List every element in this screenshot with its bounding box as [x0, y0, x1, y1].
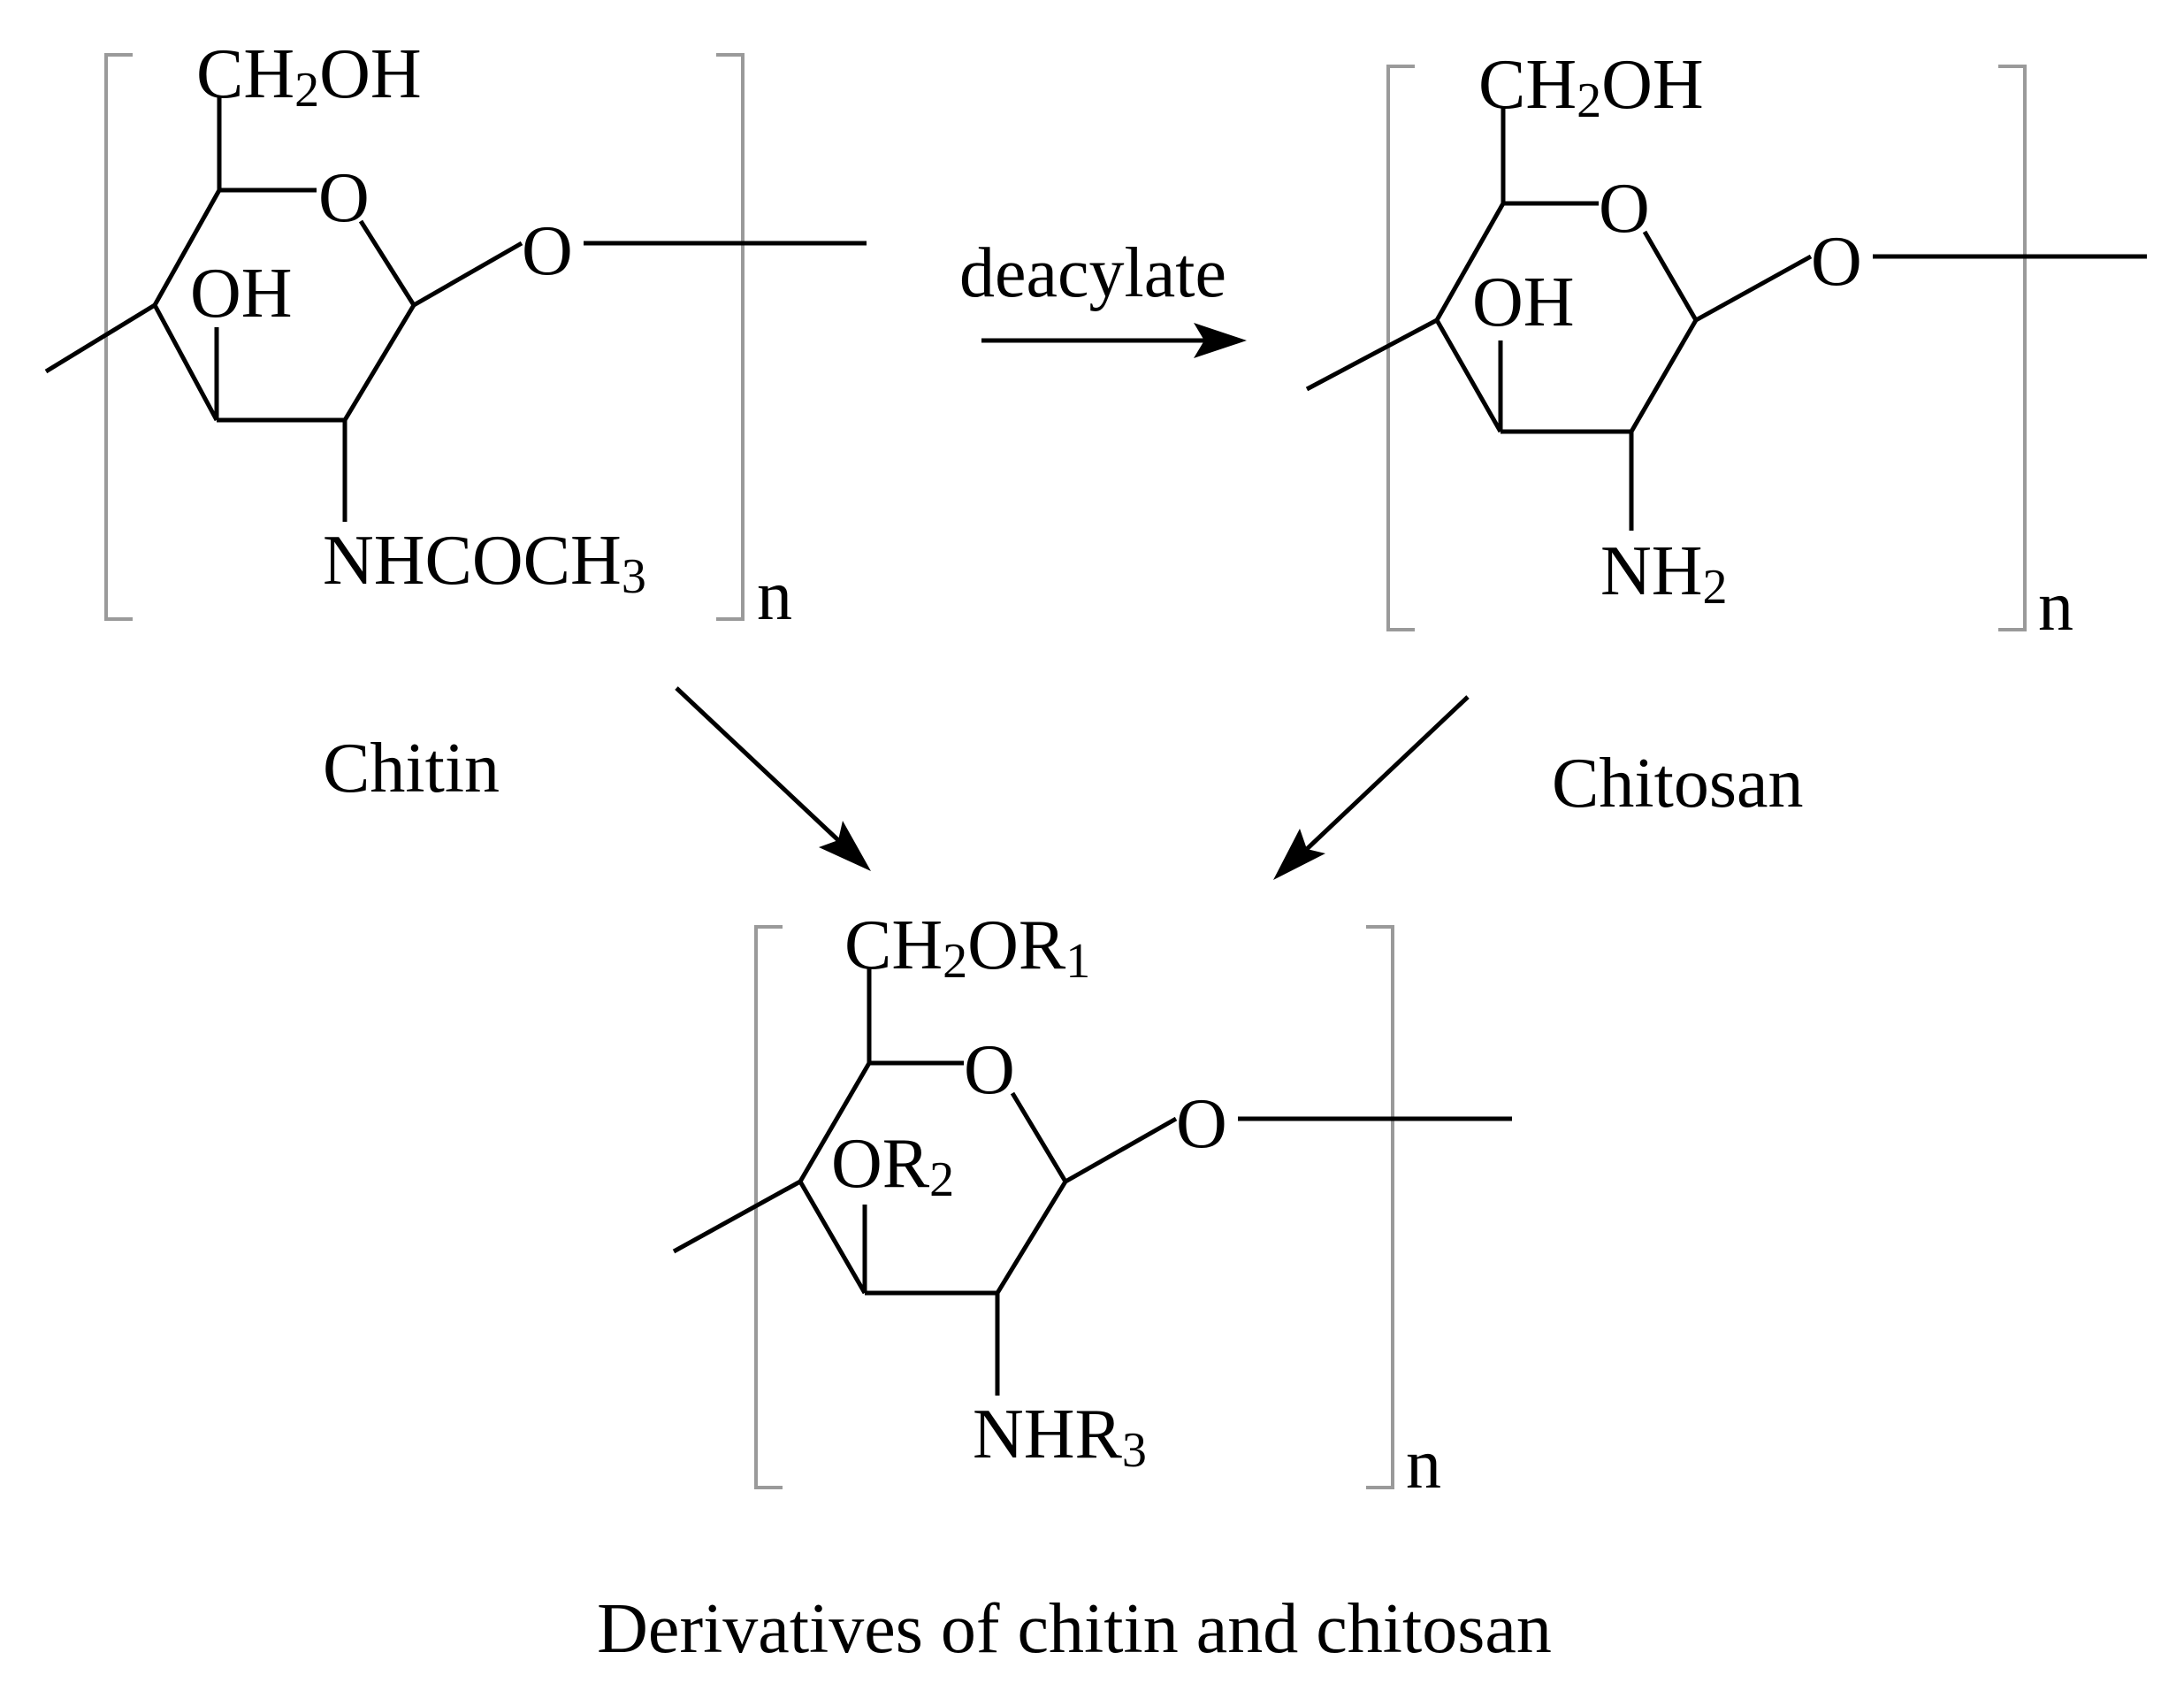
chitosan-structure: CH2OH O OH O NH2 n: [1305, 46, 2147, 646]
chitin-glycosidic-oxygen: O: [522, 212, 573, 290]
derivative-or2-group: OR2: [831, 1125, 954, 1207]
derivative-bond: [1064, 1116, 1178, 1184]
derivative-left-bracket: [754, 925, 783, 1489]
derivative-top-group: CH2OR1: [844, 907, 1090, 989]
derivative-bond: [1010, 1091, 1068, 1183]
deacylate-arrow-head: [1194, 323, 1247, 358]
chitin-bond: [44, 302, 157, 374]
chitin-bond: [342, 303, 416, 422]
chitin-name: Chitin: [323, 730, 500, 807]
derivative-right-bracket: [1366, 925, 1394, 1489]
chitosan-to-derivative-arrow: [1273, 695, 1470, 880]
chitosan-repeat-n: n: [2038, 568, 2073, 646]
chitosan-hydroxyl: OH: [1472, 264, 1575, 341]
deacylate-label: deacylate: [959, 234, 1226, 312]
derivative-bond: [672, 1179, 802, 1254]
chitin-top-group: CH2OH: [196, 35, 422, 118]
chitin-structure: CH2OH O OH O NHCOCH3 n: [44, 35, 867, 635]
chitin-bond: [152, 188, 222, 307]
chitosan-right-bracket: [1998, 65, 2027, 631]
chitin-to-derivative-arrow: [675, 686, 871, 871]
chitosan-bond: [1434, 318, 1503, 433]
chitin-arrow-head: [819, 821, 871, 871]
chitin-bond: [412, 241, 523, 308]
chitin-bond: [358, 219, 416, 307]
chitosan-bond: [1434, 202, 1506, 322]
chitosan-bond: [1305, 317, 1439, 392]
chitin-bond: [152, 303, 219, 422]
chitosan-bond: [1629, 318, 1699, 433]
chitin-acetamido-group: NHCOCH3: [323, 522, 646, 604]
chitin-left-bracket: [104, 53, 133, 621]
derivative-structure: CH2OR1 O OR2 O NHR3 n: [672, 907, 1512, 1503]
chitosan-bond: [1694, 254, 1813, 323]
chitosan-left-bracket: [1386, 65, 1415, 631]
chitin-arrow-shaft: [675, 686, 840, 842]
derivative-bond: [798, 1061, 872, 1183]
derivative-bond: [798, 1180, 867, 1295]
chitin-repeat-n: n: [757, 557, 792, 635]
derivative-glycosidic-oxygen: O: [1176, 1085, 1227, 1163]
deacylate-arrow: deacylate: [959, 234, 1247, 358]
chitosan-arrow-head: [1273, 829, 1325, 880]
chitosan-name: Chitosan: [1552, 745, 1803, 822]
figure-caption: Derivatives of chitin and chitosan: [597, 1590, 1552, 1668]
chitin-hydroxyl: OH: [190, 255, 293, 333]
chitosan-ring-oxygen: O: [1599, 170, 1650, 248]
chitosan-bond: [1642, 230, 1699, 322]
chitosan-amino-group: NH2: [1600, 532, 1728, 615]
derivative-repeat-n: n: [1406, 1426, 1441, 1503]
derivative-nhr3-group: NHR3: [973, 1396, 1147, 1478]
derivative-bond: [995, 1180, 1068, 1295]
chitin-right-bracket: [716, 53, 745, 621]
derivative-ring-oxygen: O: [964, 1031, 1015, 1109]
chitosan-arrow-shaft: [1305, 695, 1470, 851]
chitosan-top-group: CH2OH: [1478, 46, 1704, 128]
chitin-ring-oxygen: O: [318, 159, 370, 237]
chitosan-glycosidic-oxygen: O: [1811, 223, 1862, 301]
